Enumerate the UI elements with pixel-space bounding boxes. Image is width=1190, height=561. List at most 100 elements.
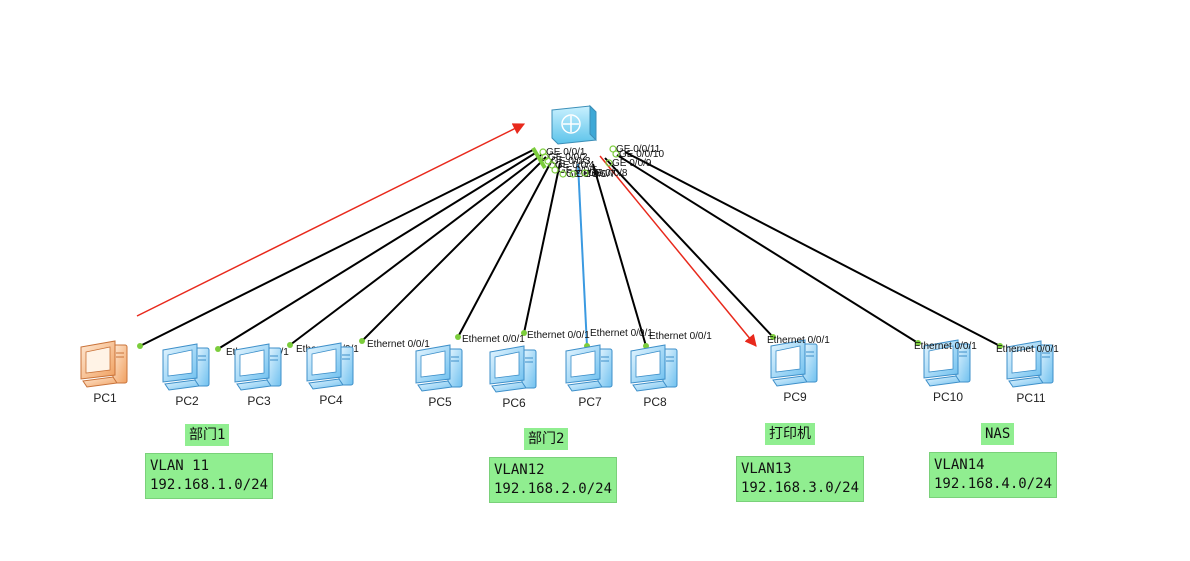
pc-icon: [234, 343, 282, 391]
device-pc1[interactable]: [80, 340, 128, 388]
device-port-label: Ethernet 0/0/1: [649, 331, 712, 342]
switch-port-label: GE 0/0/4: [555, 160, 595, 171]
arrows-layer: [136, 123, 757, 347]
device-label: PC8: [643, 395, 667, 409]
pc-orange-icon: [80, 340, 128, 388]
device-port-label: Ethernet 0/0/1: [914, 341, 977, 352]
switch-port-label: GE 0/0/10: [619, 149, 664, 160]
switch-port-label: GE 0/0/8: [588, 168, 628, 179]
device-pc5[interactable]: [415, 344, 463, 392]
vlan-id: VLAN14: [934, 457, 985, 473]
switch-port-label: GE 0/0/1: [546, 147, 586, 158]
device-label: PC7: [578, 395, 602, 409]
port-dot: [455, 334, 461, 340]
switch-port-label: GE 0/0/9: [612, 158, 652, 169]
vlan-id: VLAN12: [494, 462, 545, 478]
devices-layer: PC1 PC2 Ethernet 0/0/1PC3 Ethernet 0/0/1PC4…: [80, 328, 1059, 410]
vlan-box-14: VLAN14 192.168.4.0/24: [929, 452, 1058, 498]
switch-port-dot: [551, 166, 559, 174]
link-pc5[interactable]: [457, 159, 553, 338]
link-pc10[interactable]: [616, 154, 919, 344]
device-pc9[interactable]: [770, 339, 818, 387]
port-dot: [915, 340, 921, 346]
device-pc2[interactable]: [162, 343, 210, 391]
link-pc4[interactable]: [361, 156, 547, 342]
switch-port-dot: [544, 157, 552, 165]
vlan-id: VLAN13: [741, 461, 792, 477]
vlan-box-13: VLAN13 192.168.3.0/24: [736, 456, 865, 502]
switch-port-dot: [548, 161, 556, 169]
switch-port-label: GE 0/0/6: [566, 169, 606, 180]
port-dot: [770, 334, 776, 340]
device-pc11[interactable]: [1006, 340, 1054, 388]
pc-icon: [923, 339, 971, 387]
device-pc8[interactable]: [630, 344, 678, 392]
pc-icon: [1006, 340, 1054, 388]
device-label: PC9: [783, 390, 807, 404]
link-pc6[interactable]: [523, 162, 561, 334]
device-port-label: Ethernet 0/0/1: [367, 339, 430, 350]
core-switch[interactable]: [551, 104, 597, 145]
pc-icon: [565, 344, 613, 392]
device-pc10[interactable]: [923, 339, 971, 387]
switch-port-label: GE 0/0/2: [548, 152, 588, 163]
link-pc1[interactable]: [139, 149, 534, 347]
traffic-arrow-down: [599, 155, 757, 347]
port-dot: [359, 338, 365, 344]
device-label: PC2: [175, 394, 199, 408]
device-pc4[interactable]: [306, 342, 354, 390]
vlan-id: VLAN 11: [150, 458, 210, 474]
switch-port-dot: [605, 159, 613, 167]
link-pc7[interactable]: [577, 163, 588, 347]
device-label: PC1: [93, 391, 117, 405]
device-label: PC4: [319, 393, 343, 407]
switch-port-label: GE 0/0/7: [576, 169, 616, 180]
pc-icon: [489, 345, 537, 393]
links-layer: [137, 146, 1003, 352]
switch-port-label: GE 0/0/5: [558, 165, 598, 176]
pc-icon: [630, 344, 678, 392]
vlan-subnet: 192.168.1.0/24: [150, 477, 269, 493]
pc-icon: [770, 339, 818, 387]
port-dot: [521, 330, 527, 336]
switch-port-dot: [581, 169, 589, 177]
group-title-nas: NAS: [981, 423, 1015, 445]
vlan-subnet: 192.168.4.0/24: [934, 476, 1053, 492]
switch-port-label: GE 0/0/11: [616, 144, 661, 155]
device-port-label: Ethernet 0/0/1: [527, 330, 590, 341]
link-pc8[interactable]: [592, 163, 647, 347]
group-title-printer: 打印机: [765, 423, 815, 445]
port-dot: [287, 342, 293, 348]
pc-icon: [415, 344, 463, 392]
link-pc11[interactable]: [624, 151, 1001, 347]
vlan-box-12: VLAN12 192.168.2.0/24: [489, 457, 618, 503]
device-port-label: Ethernet 0/0/1: [590, 328, 653, 339]
switch-icon: [551, 104, 597, 145]
vlan-subnet: 192.168.2.0/24: [494, 481, 613, 497]
switch-port-label: GE 0/0/3: [551, 156, 591, 167]
switch-port-labels: GE 0/0/1GE 0/0/2GE 0/0/3GE 0/0/4GE 0/0/5…: [539, 144, 664, 180]
switch-port-dot: [609, 145, 617, 153]
device-port-label: Ethernet 0/0/1: [996, 344, 1059, 355]
device-label: PC3: [247, 394, 271, 408]
port-dot: [997, 343, 1003, 349]
port-dot: [643, 343, 649, 349]
device-label: PC5: [428, 395, 452, 409]
link-pc2[interactable]: [217, 151, 538, 350]
device-pc3[interactable]: [234, 343, 282, 391]
port-bundle: [531, 146, 547, 170]
pc-icon: [162, 343, 210, 391]
device-port-label: Ethernet 0/0/1: [767, 335, 830, 346]
port-dot: [215, 346, 221, 352]
link-pc3[interactable]: [289, 154, 542, 346]
link-pc9[interactable]: [604, 157, 774, 338]
switch-port-dot: [612, 150, 620, 158]
device-pc7[interactable]: [565, 344, 613, 392]
group-title-dept1: 部门1: [185, 424, 230, 446]
device-label: PC11: [1016, 391, 1045, 405]
device-pc6[interactable]: [489, 345, 537, 393]
vlan-subnet: 192.168.3.0/24: [741, 480, 860, 496]
traffic-arrow-up: [136, 123, 526, 317]
device-label: PC6: [502, 396, 526, 410]
